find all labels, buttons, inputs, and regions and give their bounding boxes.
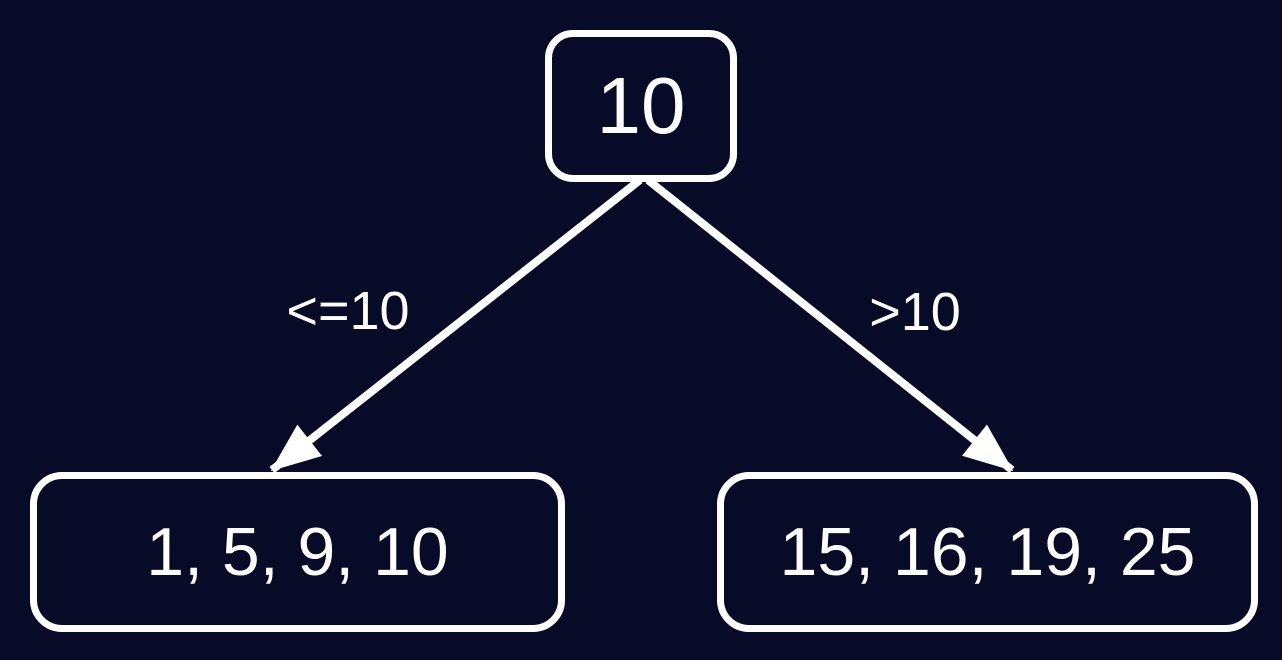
leaf-node-left: 1, 5, 9, 10 bbox=[30, 472, 565, 632]
edge-left-label: <=10 bbox=[286, 281, 410, 341]
leaf-node-right-values: 15, 16, 19, 25 bbox=[779, 514, 1196, 590]
root-node-value: 10 bbox=[596, 61, 686, 150]
leaf-node-left-values: 1, 5, 9, 10 bbox=[146, 514, 449, 590]
edge-right-label: >10 bbox=[869, 282, 961, 342]
root-node: 10 bbox=[545, 30, 737, 182]
leaf-node-right: 15, 16, 19, 25 bbox=[717, 472, 1258, 632]
edge-right-arrow bbox=[645, 176, 1015, 474]
edge-left-arrow bbox=[269, 176, 643, 474]
